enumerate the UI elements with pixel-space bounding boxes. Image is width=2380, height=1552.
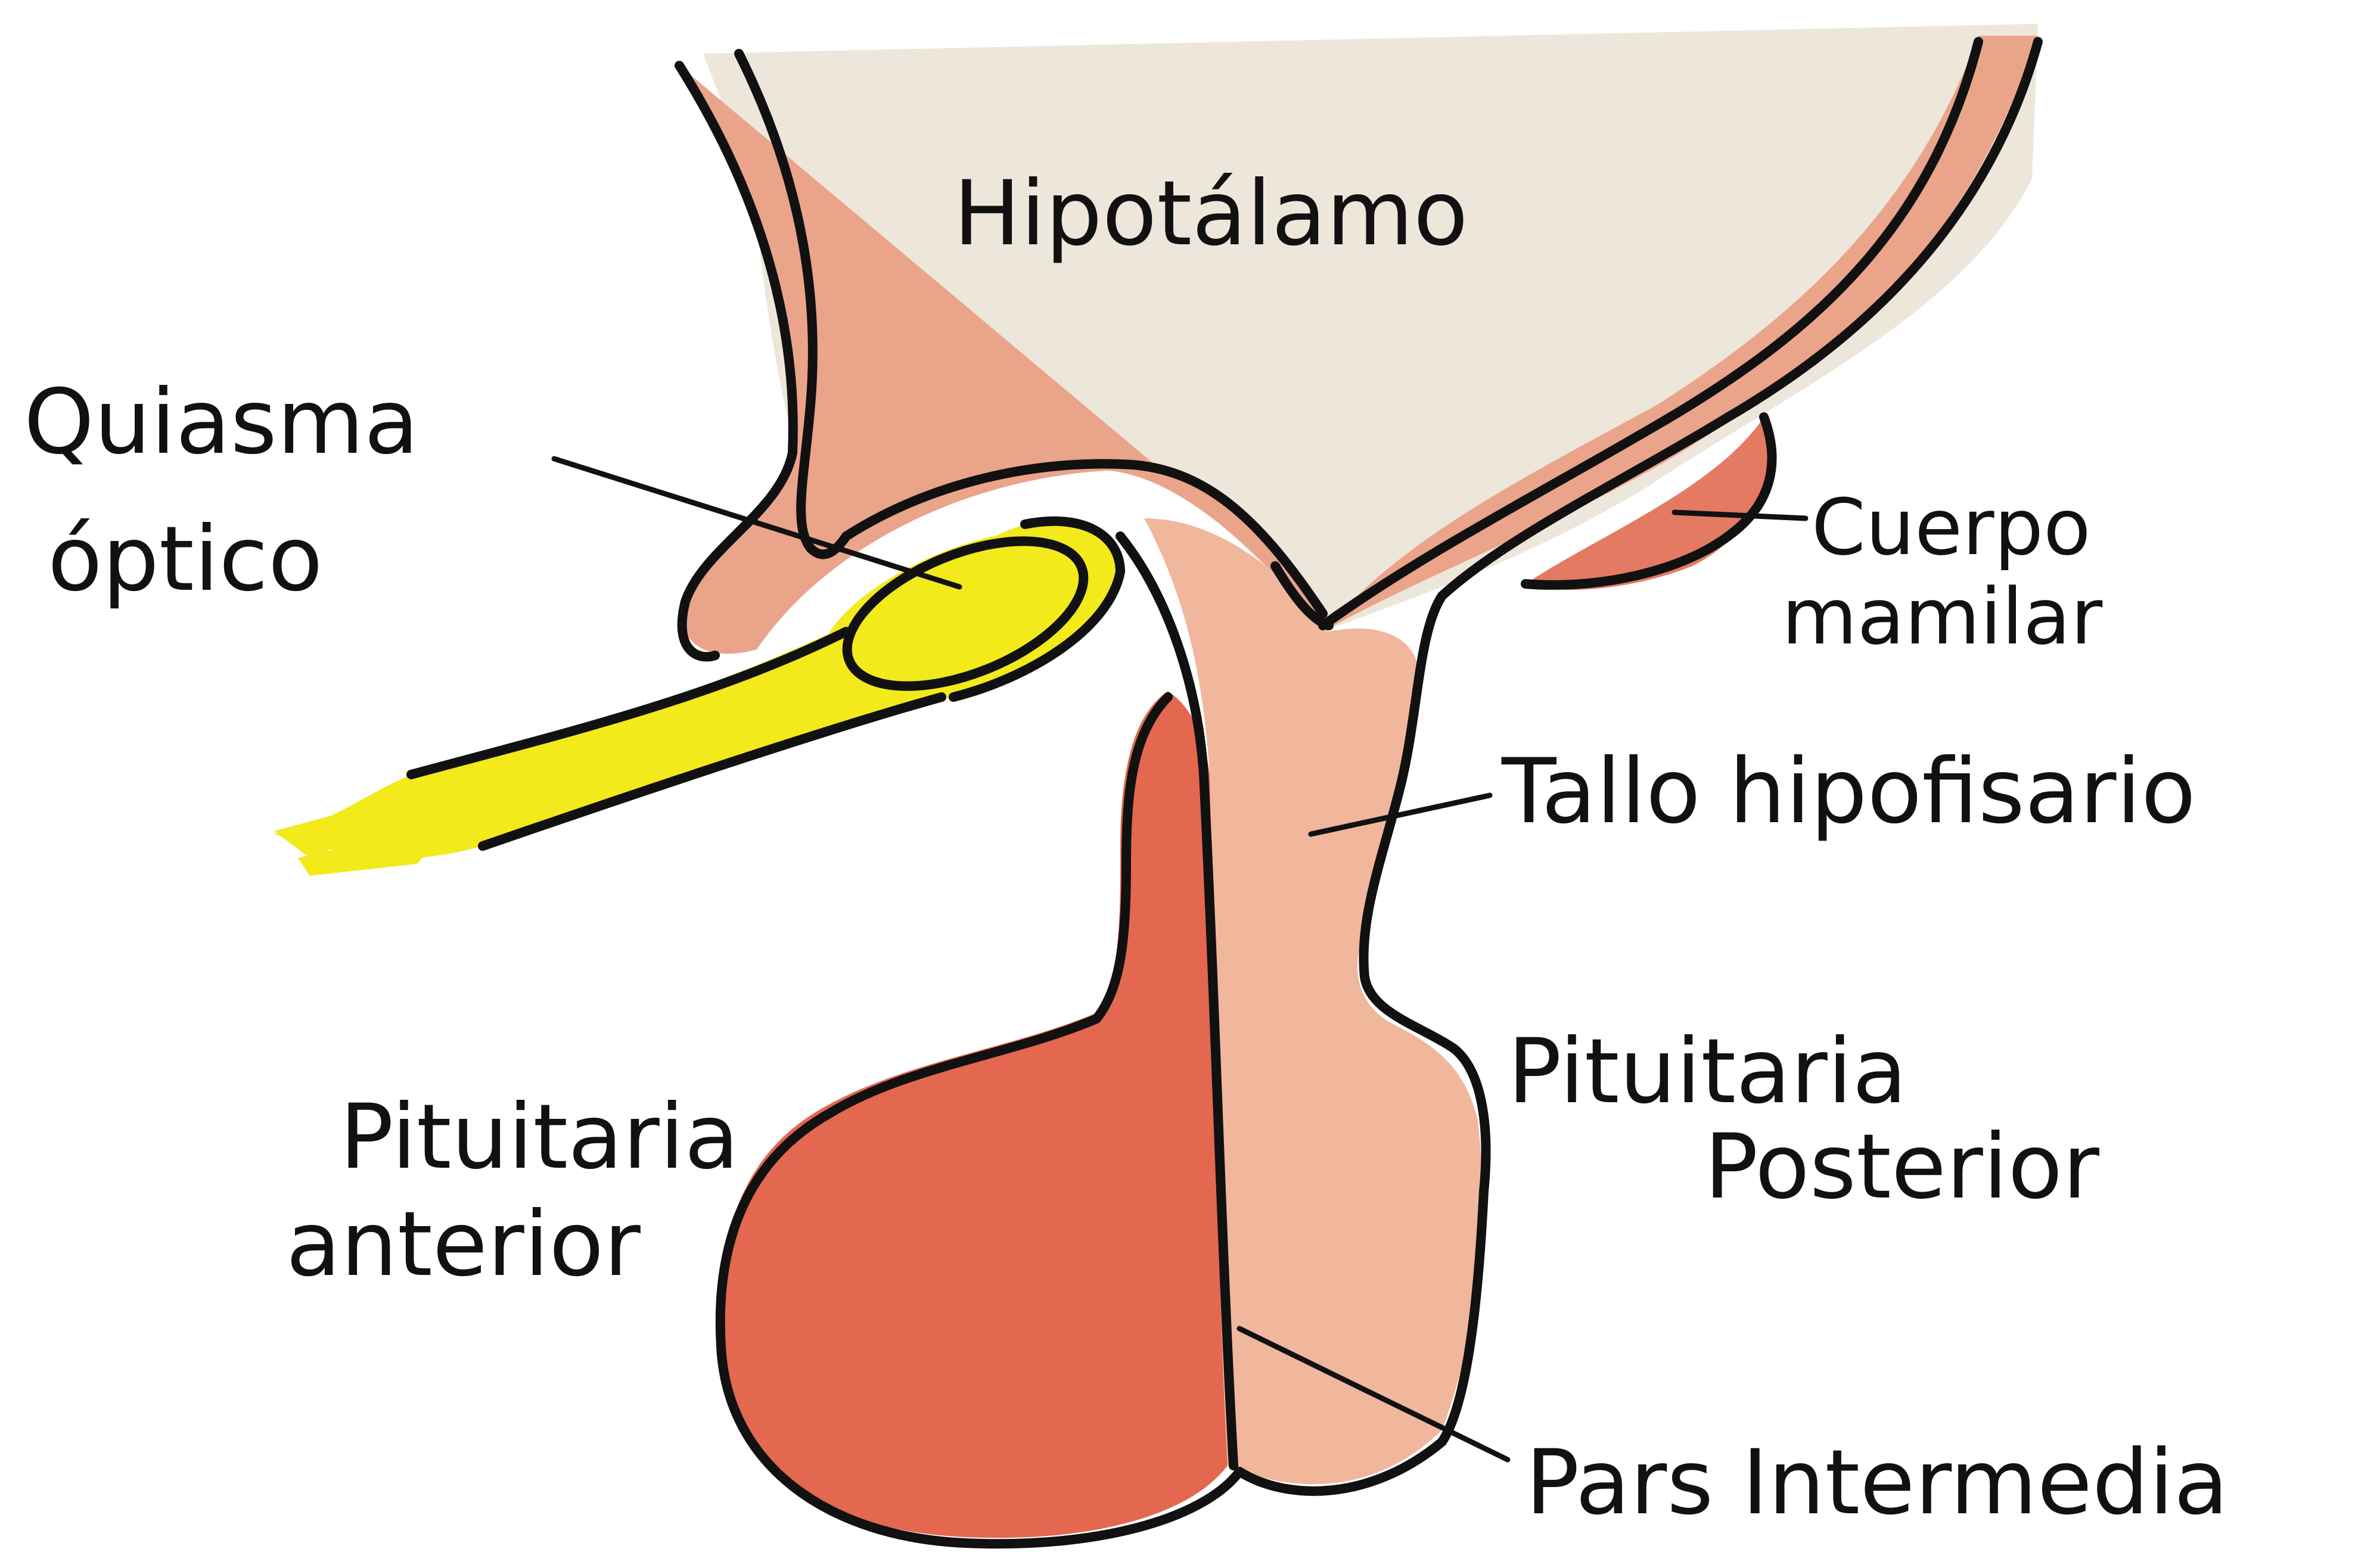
label-posterior-line1: Pituitaria — [1508, 1020, 1907, 1124]
label-intermedia: Pars Intermedia — [1525, 1431, 2229, 1535]
label-chiasm-line1: Quiasma — [24, 371, 419, 474]
anterior-lobe — [720, 691, 1228, 1538]
label-anterior-line2: anterior — [286, 1193, 641, 1296]
label-hypothalamus: Hipotálamo — [953, 162, 1468, 266]
label-stalk: Tallo hipofisario — [1501, 740, 2196, 844]
label-anterior-line1: Pituitaria — [340, 1086, 739, 1189]
label-posterior-line2: Posterior — [1704, 1115, 2099, 1219]
label-mammillary-line2: mamilar — [1782, 571, 2103, 662]
label-mammillary-line1: Cuerpo — [1812, 482, 2091, 573]
label-chiasm-line2: óptico — [48, 508, 323, 611]
